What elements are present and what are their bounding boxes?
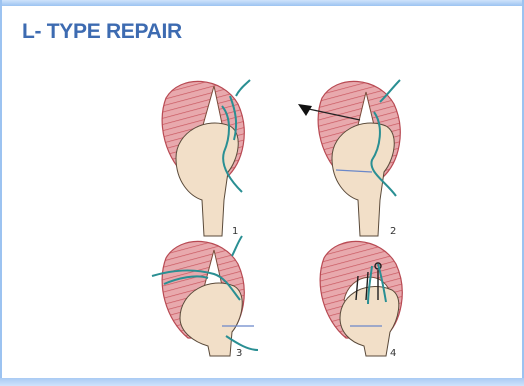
panel-3: 3 <box>152 236 258 359</box>
suture-strand <box>232 236 242 256</box>
panel-number: 1 <box>232 226 238 237</box>
panel-4: 4 <box>320 241 402 359</box>
panel-1: 1 <box>162 80 250 237</box>
bottom-border-bar <box>0 378 524 386</box>
humerus-bone <box>332 123 394 236</box>
panel-number: 3 <box>236 348 242 359</box>
arrowhead-icon <box>298 104 312 116</box>
humerus-bone <box>176 123 238 236</box>
humerus-bone <box>340 286 399 356</box>
panel-number: 4 <box>390 348 396 359</box>
panel-2: 2 <box>298 80 400 237</box>
panel-number: 2 <box>390 226 396 237</box>
suture-strand <box>236 80 250 96</box>
